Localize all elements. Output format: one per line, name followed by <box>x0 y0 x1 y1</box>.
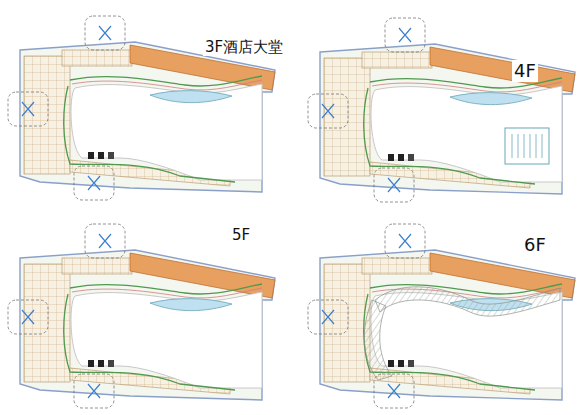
floor-label: 3F酒店大堂 <box>203 38 285 56</box>
floor-label: 5F <box>230 226 252 244</box>
floor-label: 4F <box>512 60 538 82</box>
floor-label: 6F <box>522 234 548 256</box>
